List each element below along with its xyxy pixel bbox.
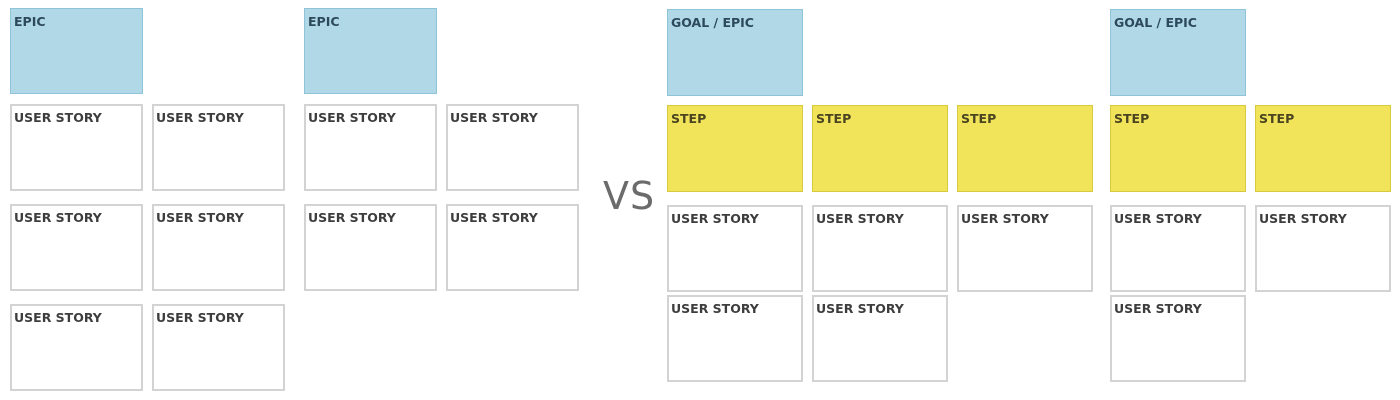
user-story-card: USER STORY bbox=[10, 104, 143, 191]
user-story-card: USER STORY bbox=[667, 295, 803, 382]
vs-label: VS bbox=[603, 174, 656, 218]
user-story-card: USER STORY bbox=[304, 204, 437, 291]
user-story-card: USER STORY bbox=[1255, 205, 1391, 292]
user-story-card: USER STORY bbox=[667, 205, 803, 292]
epic-card: EPIC bbox=[10, 8, 143, 94]
step-card: STEP bbox=[957, 105, 1093, 192]
user-story-card: USER STORY bbox=[152, 204, 285, 291]
user-story-card: USER STORY bbox=[1110, 205, 1246, 292]
user-story-card: USER STORY bbox=[812, 295, 948, 382]
user-story-card: USER STORY bbox=[446, 104, 579, 191]
goal-epic-card: GOAL / EPIC bbox=[1110, 9, 1246, 96]
step-card: STEP bbox=[1110, 105, 1246, 192]
user-story-card: USER STORY bbox=[10, 304, 143, 391]
user-story-card: USER STORY bbox=[1110, 295, 1246, 382]
step-card: STEP bbox=[812, 105, 948, 192]
user-story-card: USER STORY bbox=[957, 205, 1093, 292]
user-story-card: USER STORY bbox=[812, 205, 948, 292]
user-story-card: USER STORY bbox=[446, 204, 579, 291]
goal-epic-card: GOAL / EPIC bbox=[667, 9, 803, 96]
user-story-card: USER STORY bbox=[304, 104, 437, 191]
epic-card: EPIC bbox=[304, 8, 437, 94]
step-card: STEP bbox=[667, 105, 803, 192]
user-story-card: USER STORY bbox=[152, 104, 285, 191]
user-story-card: USER STORY bbox=[10, 204, 143, 291]
user-story-card: USER STORY bbox=[152, 304, 285, 391]
step-card: STEP bbox=[1255, 105, 1391, 192]
